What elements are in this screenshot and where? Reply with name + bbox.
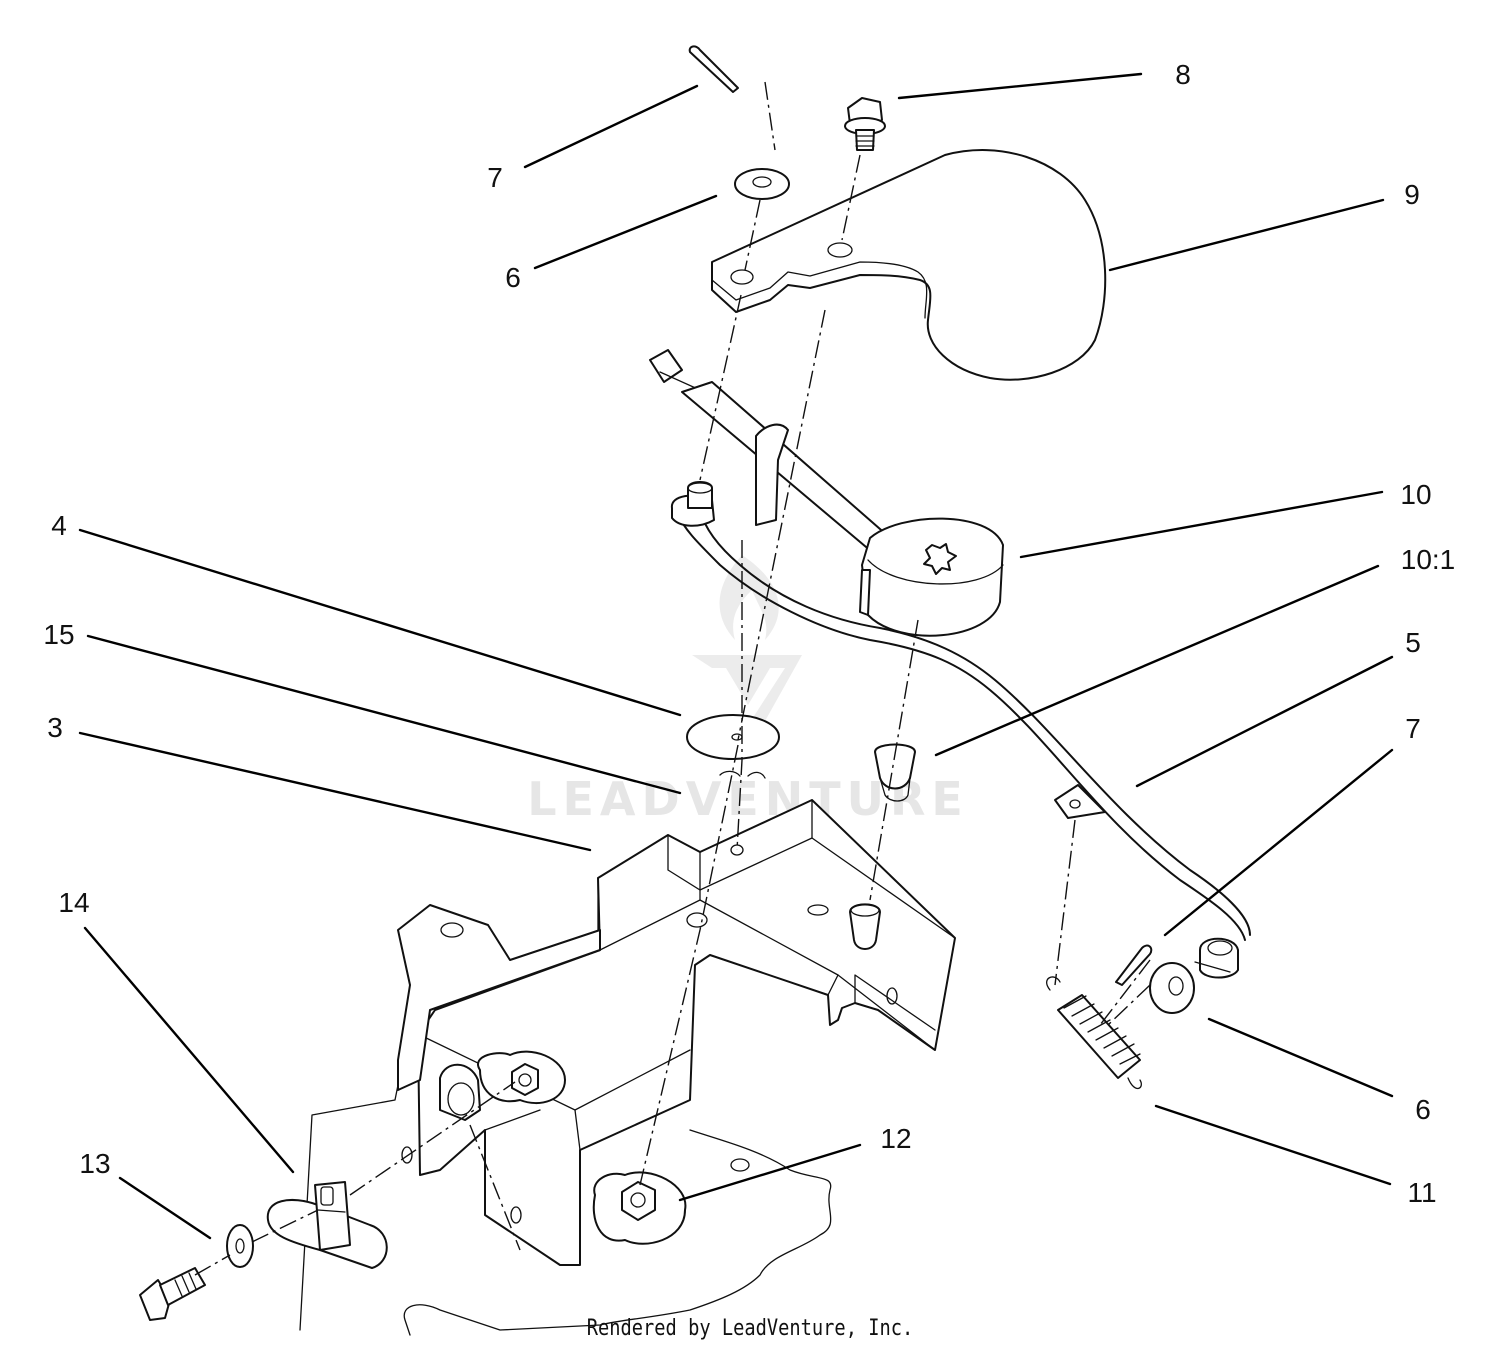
pivot-clevis-part: [266, 1181, 388, 1269]
callout-6-right: 6: [1415, 1094, 1431, 1125]
callout-8: 8: [1175, 59, 1191, 90]
callout-9: 9: [1404, 179, 1420, 210]
callout-6-top: 6: [505, 262, 521, 293]
spring-part: [1046, 976, 1142, 1090]
callout-3: 3: [47, 712, 63, 743]
callout-10: 10: [1400, 479, 1431, 510]
callout-4: 4: [51, 510, 67, 541]
render-credit: Rendered by LeadVenture, Inc.: [586, 1316, 914, 1341]
callout-7-top: 7: [487, 162, 503, 193]
callout-13: 13: [79, 1148, 110, 1179]
washer-part: [686, 714, 780, 779]
weld-nut-part: [477, 1050, 687, 1245]
callout-15: 15: [43, 619, 74, 650]
hex-bolt-part: [139, 1224, 254, 1321]
callout-7-right: 7: [1405, 713, 1421, 744]
callout-10-1: 10:1: [1401, 544, 1456, 575]
callout-11: 11: [1407, 1177, 1436, 1208]
callout-5: 5: [1405, 627, 1421, 658]
leader-lines: [78, 72, 1394, 1240]
watermark-flame-icon: [719, 555, 779, 640]
callout-14: 14: [58, 887, 89, 918]
hub-part: [859, 517, 1004, 637]
cotter-pin-part: [688, 45, 790, 200]
callout-labels: 7 8 9 6 10 10:1 4 15 5 3 7 14 6 12 11 13: [43, 59, 1455, 1208]
assembly-center-lines: [194, 81, 1151, 1276]
bushing-part: [849, 743, 916, 950]
control-bracket-part: [397, 799, 956, 1266]
watermark-v-logo-icon: [692, 655, 802, 730]
callout-12: 12: [880, 1123, 911, 1154]
lever-plate-part: [711, 149, 1107, 381]
right-pin-part: [1115, 944, 1195, 1014]
bolt-part: [844, 97, 886, 151]
